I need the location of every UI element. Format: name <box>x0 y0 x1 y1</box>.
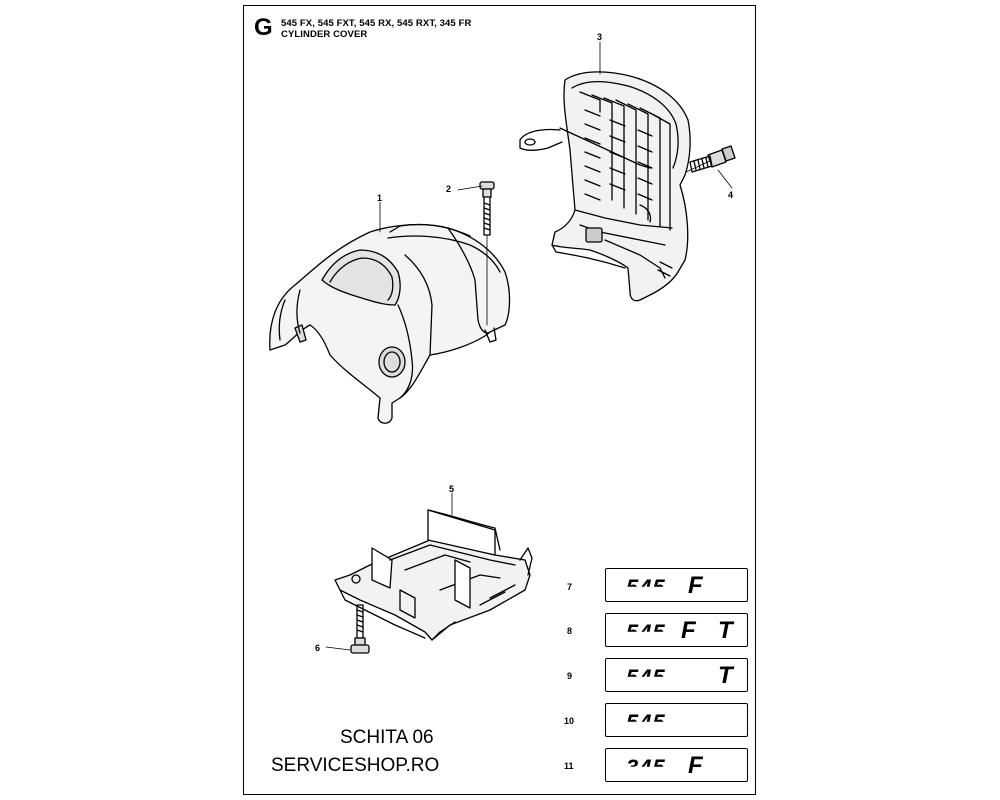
cylinder-guard-part <box>519 71 691 302</box>
callout-4: 4 <box>728 190 734 200</box>
callout-10: 10 <box>564 716 575 726</box>
diagram-frame <box>243 5 756 795</box>
decal-main-letter: F <box>688 752 703 779</box>
model-list: 545 FX, 545 FXT, 545 RX, 545 RXT, 345 FR <box>281 18 472 29</box>
section-letter: G <box>254 14 273 41</box>
callout-2: 2 <box>446 184 452 194</box>
decal-label-8: 545 F T <box>605 613 748 647</box>
decal-main-letter: F <box>688 572 703 599</box>
diagram-title: CYLINDER COVER <box>281 29 368 40</box>
decal-label-7: 545 F <box>605 568 748 602</box>
decal-suffix-letter: T <box>718 617 733 644</box>
callout-7: 7 <box>567 582 573 592</box>
schita-label: SCHITA 06 <box>340 727 434 748</box>
decal-prefix: 545 <box>626 710 666 735</box>
decal-label-11: 345 F <box>605 748 748 782</box>
callout-8: 8 <box>567 626 573 636</box>
decal-label-10: 545 <box>605 703 748 737</box>
screw-part-2 <box>479 181 495 326</box>
callout-3: 3 <box>597 32 603 42</box>
decal-main-letter: F <box>681 617 696 644</box>
callout-6: 6 <box>315 643 321 653</box>
decal-prefix: 545 <box>626 665 666 690</box>
decal-label-9: 545 T <box>605 658 748 692</box>
leader-lines <box>325 41 733 651</box>
decal-prefix: 545 <box>626 620 666 645</box>
callout-9: 9 <box>567 671 573 681</box>
decal-suffix-letter: T <box>718 662 733 689</box>
callout-5: 5 <box>449 484 455 494</box>
cylinder-cover-part <box>269 223 511 424</box>
shop-watermark: SERVICESHOP.RO <box>271 755 440 776</box>
callout-11: 11 <box>564 761 574 771</box>
decal-prefix: 545 <box>626 575 666 600</box>
decal-prefix: 345 <box>626 755 666 780</box>
screw-part-4 <box>685 145 736 173</box>
lower-cover-tray-part <box>334 509 533 641</box>
screw-part-6 <box>350 604 370 654</box>
callout-1: 1 <box>377 193 383 203</box>
